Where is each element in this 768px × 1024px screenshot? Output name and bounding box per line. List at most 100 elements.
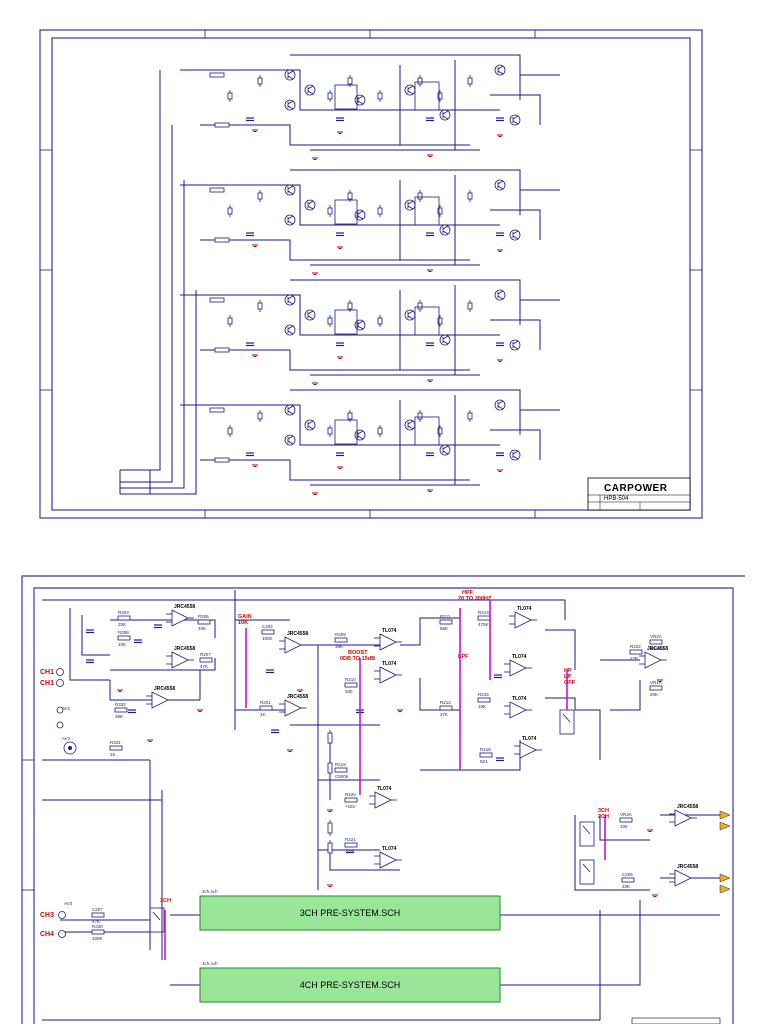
sheet-border-outer xyxy=(39,29,703,519)
resistor-symbol xyxy=(334,767,348,773)
transistor-symbol xyxy=(284,404,296,416)
resistor-symbol xyxy=(117,635,131,641)
opamp-symbol xyxy=(374,791,392,809)
company-logo-text: CARPOWER xyxy=(604,483,668,494)
part-designator: R207 xyxy=(200,652,211,657)
ch-select-label-3ch-lower: 3CH xyxy=(160,898,171,904)
resistor-symbol xyxy=(467,302,473,310)
part-value: 27K xyxy=(440,712,448,717)
mode-label-hp: HP xyxy=(564,668,572,674)
input-label-ch1-b: CH1 xyxy=(40,680,54,687)
transistor-symbol xyxy=(494,399,506,411)
amp-channel-3 xyxy=(180,279,560,385)
part-designator: VR2A xyxy=(650,634,662,639)
resistor-symbol xyxy=(377,427,383,435)
transistor-symbol xyxy=(284,69,296,81)
opamp-part-label: JRC4558 xyxy=(174,646,195,652)
sheet-border-outer xyxy=(21,575,745,1024)
opamp-symbol xyxy=(674,809,692,827)
part-designator: R208 xyxy=(118,630,129,635)
opamp-symbol xyxy=(509,659,527,677)
opamp-symbol xyxy=(379,851,397,869)
input-label-ch3: CH3 xyxy=(40,912,54,919)
opamp-part-label: TL074 xyxy=(382,661,397,667)
resistor-symbol xyxy=(477,697,491,703)
opamp-part-label: TL074 xyxy=(522,736,537,742)
resistor-symbol xyxy=(347,192,353,200)
resistor-symbol xyxy=(214,122,230,128)
resistor-symbol xyxy=(377,207,383,215)
transistor-symbol xyxy=(494,179,506,191)
transistor-symbol xyxy=(354,429,366,441)
opamp-part-label: TL074 xyxy=(517,606,532,612)
resistor-symbol xyxy=(439,705,453,711)
ch4-presystem-block-label: 4CH PRE-SYSTEM.SCH xyxy=(300,980,401,990)
resistor-symbol xyxy=(327,762,333,774)
transistor-symbol xyxy=(404,309,416,321)
resistor-symbol xyxy=(214,347,230,353)
boost-label: BOOST xyxy=(348,650,368,656)
part-value: 47K xyxy=(200,664,208,669)
opamp-part-label: JRC4558 xyxy=(677,804,698,810)
part-designator: R213 xyxy=(478,610,489,615)
opamp-part-label: TL074 xyxy=(382,628,397,634)
preamp-schematic: JRC4558JRC4558JRC4558JRC4558JRC4558TL074… xyxy=(21,575,745,1024)
input-label-ch1: CH1 xyxy=(40,669,54,676)
part-value: 56K xyxy=(440,626,448,631)
mode-label-off: OFF xyxy=(564,680,576,686)
part-designator: R211 xyxy=(440,614,451,619)
part-designator: R201 xyxy=(260,700,271,705)
transistor-symbol xyxy=(354,94,366,106)
transistor-symbol xyxy=(494,289,506,301)
hpf-label: HPF xyxy=(462,590,474,596)
transistor-symbol xyxy=(494,64,506,76)
resistor-symbol xyxy=(257,77,263,85)
part-designator: VR3A xyxy=(620,812,632,817)
input-label-av2: AV2 xyxy=(62,736,71,741)
resistor-symbol xyxy=(214,457,230,463)
opamp-part-label: JRC4558 xyxy=(174,604,195,610)
resistor-symbol xyxy=(477,615,491,621)
opamp-part-label: TL074 xyxy=(377,786,392,792)
part-designator: R221 xyxy=(345,837,356,842)
opamp-symbol xyxy=(171,609,189,627)
resistor-symbol xyxy=(257,192,263,200)
resistor-symbol xyxy=(259,705,273,711)
part-value: 39K xyxy=(115,714,123,719)
mode-label-lp: LP xyxy=(564,674,571,680)
amp-channel-1 xyxy=(180,54,560,160)
resistor-symbol xyxy=(344,682,358,688)
part-value: 33K xyxy=(622,884,630,889)
resistor-symbol xyxy=(467,412,473,420)
resistor-symbol xyxy=(109,745,123,751)
part-value: 1K xyxy=(110,752,116,757)
resistor-symbol xyxy=(377,317,383,325)
control-linkages xyxy=(164,600,606,960)
transistor-symbol xyxy=(509,229,521,241)
transistor-symbol xyxy=(509,114,521,126)
transistor-symbol xyxy=(439,109,451,121)
part-designator: R222 xyxy=(630,644,641,649)
part-designator: R209 xyxy=(335,632,346,637)
transistor-symbol xyxy=(509,449,521,461)
resistor-symbol xyxy=(91,912,105,918)
input-label-av1: AV1 xyxy=(62,706,71,711)
ch-select-label-3ch: 3CH xyxy=(598,808,609,814)
part-value: -15V xyxy=(345,849,355,854)
ch-select-label-2ch: 2CH xyxy=(598,814,609,820)
part-designator: R332 xyxy=(115,702,126,707)
resistor-symbol xyxy=(209,407,225,413)
resistor-symbol xyxy=(344,797,358,803)
resistor-symbol xyxy=(227,92,233,100)
transistor-symbol xyxy=(284,184,296,196)
resistor-symbol xyxy=(327,822,333,834)
opamp-symbol xyxy=(284,636,302,654)
part-designator: R210 xyxy=(345,677,356,682)
sheet-border-inner xyxy=(33,587,734,1024)
resistor-symbol xyxy=(479,752,493,758)
resistor-symbol xyxy=(417,412,423,420)
part-designator: C207 xyxy=(92,907,103,912)
ch3-presystem-block-label: 3CH PRE-SYSTEM.SCH xyxy=(300,908,401,918)
resistor-symbol xyxy=(327,732,333,744)
